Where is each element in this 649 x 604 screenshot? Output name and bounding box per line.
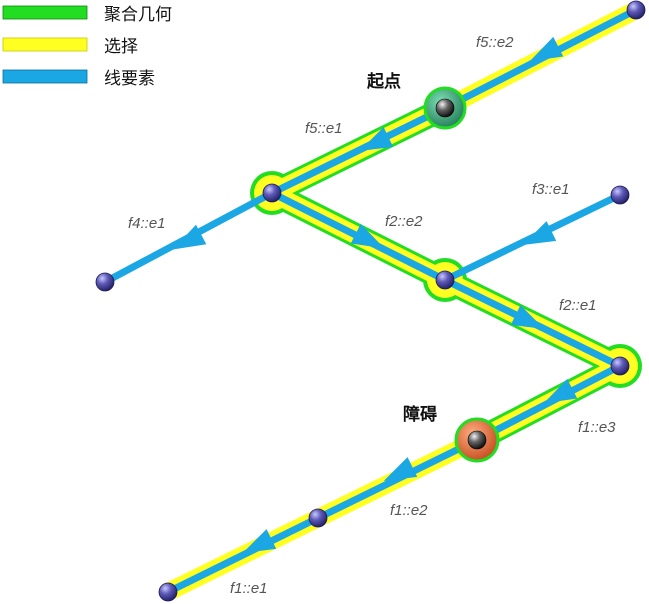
legend-swatch-line [2, 69, 88, 84]
legend-label-line: 线要素 [104, 69, 155, 89]
legend-swatch-aggregate [2, 5, 88, 20]
edge-label-f2-e2: f2::e2 [385, 213, 423, 230]
edge-f1-e3 [473, 362, 624, 444]
arrow-icon [359, 127, 394, 152]
edge-f5-e1 [268, 104, 449, 197]
edge-label-f2-e1: f2::e1 [559, 297, 597, 314]
vertices [95, 0, 646, 602]
vertex [435, 270, 455, 290]
vertex [610, 356, 630, 376]
barrier-node [454, 417, 500, 463]
vertex [308, 508, 328, 528]
edge-labels: f5::e2 f5::e1 f4::e1 f2::e2 f3::e1 f2::e… [128, 34, 616, 597]
start-label: 起点 [366, 71, 401, 92]
arrow-icon [529, 36, 564, 62]
arrow-icon [510, 305, 545, 330]
legend-label-aggregate: 聚合几何 [104, 5, 172, 25]
edge-label-f5-e1: f5::e1 [305, 120, 343, 137]
vertex [262, 183, 282, 203]
arrow-icon [242, 529, 277, 554]
arrow-icon [383, 457, 418, 482]
edge-label-f1-e2: f1::e2 [390, 502, 428, 519]
legend-swatch-selection [2, 37, 88, 52]
vertex [626, 0, 646, 20]
edge-f1-e1 [164, 514, 322, 596]
arrow-icon [522, 221, 557, 246]
direction-arrows [172, 36, 578, 554]
edge-label-f1-e1: f1::e1 [230, 580, 268, 597]
start-node [423, 86, 467, 130]
vertex [95, 272, 115, 292]
edge-label-f4-e1: f4::e1 [128, 215, 166, 232]
edge-label-f1-e3: f1::e3 [578, 419, 616, 436]
arrow-icon [543, 378, 578, 404]
legend: 聚合几何 选择 线要素 [2, 5, 172, 89]
line-features [101, 6, 640, 596]
arrow-icon [350, 223, 385, 249]
barrier-label: 障碍 [403, 404, 437, 425]
arrow-icon [172, 224, 207, 250]
edge-label-f5-e2: f5::e2 [476, 34, 514, 51]
legend-label-selection: 选择 [104, 37, 138, 57]
vertex [158, 582, 178, 602]
edge-label-f3-e1: f3::e1 [532, 181, 570, 198]
vertex [610, 185, 630, 205]
